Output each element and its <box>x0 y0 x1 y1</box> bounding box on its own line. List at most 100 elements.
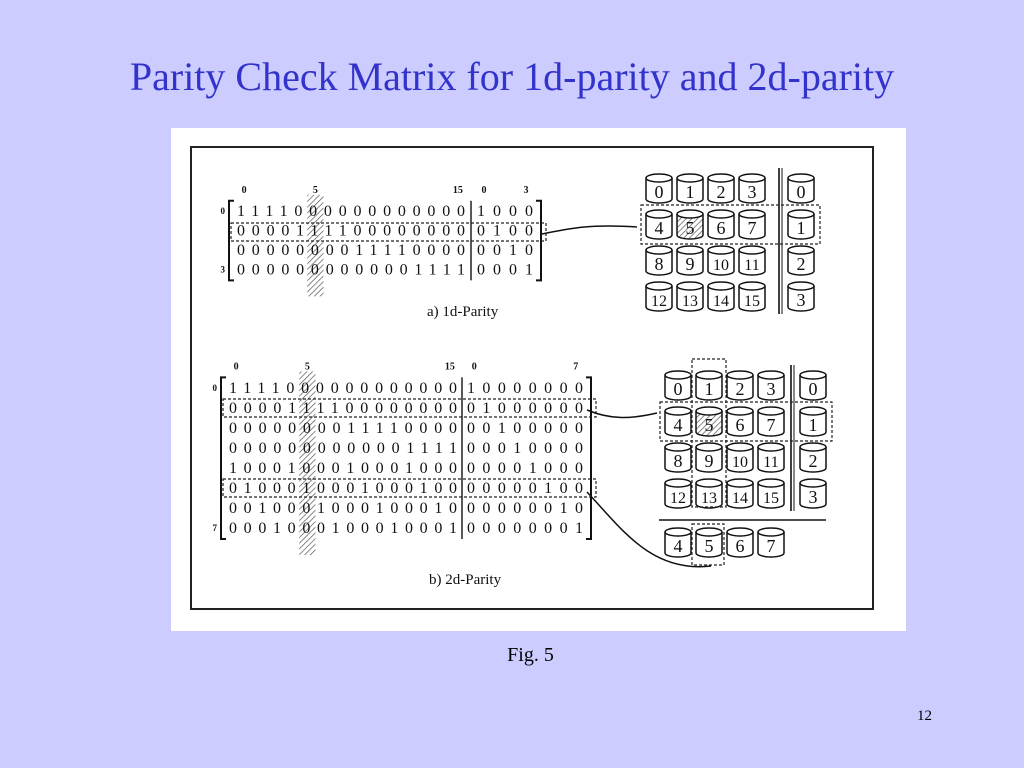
disk-icon: 10 <box>707 245 735 276</box>
disk-label: 6 <box>736 536 745 556</box>
disk-top <box>695 442 723 452</box>
disk-body <box>707 178 735 204</box>
disk-icon: 10 <box>726 442 754 473</box>
matrix-row-data: 0010001000100010 <box>229 500 457 517</box>
disk-top <box>664 527 692 537</box>
column-index-label: 5 <box>305 361 310 372</box>
disk-top <box>664 478 692 488</box>
disk-body <box>707 286 735 312</box>
disk-top <box>676 173 704 183</box>
disk-body <box>726 411 754 437</box>
disk-icon: 6 <box>707 209 735 240</box>
disk-icon: 3 <box>787 281 815 312</box>
disk-body <box>676 178 704 204</box>
disk-icon: 7 <box>738 209 766 240</box>
disk-icon: 3 <box>738 173 766 204</box>
matrix-row-data: 0100010001000100 <box>229 480 457 497</box>
disk-top <box>676 245 704 255</box>
disk-top <box>787 281 815 291</box>
disk-body <box>757 375 785 401</box>
disk-top <box>799 370 827 380</box>
disk-body <box>757 483 785 509</box>
disk-label: 11 <box>744 257 759 274</box>
disk-top <box>738 173 766 183</box>
disk-body <box>664 375 692 401</box>
disk-body <box>676 286 704 312</box>
disk-body <box>738 178 766 204</box>
connector-line <box>586 409 658 419</box>
disk-top <box>799 406 827 416</box>
disk-body <box>695 375 723 401</box>
disk-icon: 5 <box>676 209 704 240</box>
disk-icon: 3 <box>757 370 785 401</box>
disk-top <box>664 442 692 452</box>
disk-label: 8 <box>655 254 664 274</box>
disk-body <box>695 483 723 509</box>
disk-body <box>799 375 827 401</box>
matrix-bracket-left <box>228 199 234 282</box>
disk-body <box>664 411 692 437</box>
column-index-label: 0 <box>482 185 487 196</box>
disk-label: 9 <box>686 254 695 274</box>
disk-body <box>676 250 704 276</box>
disk-top <box>707 281 735 291</box>
column-index-label: 5 <box>313 185 318 196</box>
disk-top <box>799 442 827 452</box>
disk-top <box>757 370 785 380</box>
disk-top <box>787 245 815 255</box>
row-index-label: 0 <box>213 383 218 393</box>
disk-body <box>695 447 723 473</box>
matrix-bracket-left <box>220 376 226 540</box>
disk-icon: 1 <box>799 406 827 437</box>
disk-top <box>664 406 692 416</box>
matrix-row-parity: 00000010 <box>467 500 583 517</box>
matrix-row-parity: 1000 <box>477 203 533 220</box>
disk-label: 0 <box>797 182 806 202</box>
disk-icon: 12 <box>645 281 673 312</box>
column-index-label: 0 <box>242 185 247 196</box>
disk-icon: 7 <box>757 527 785 558</box>
disk-label: 13 <box>682 293 698 310</box>
disk-top <box>757 406 785 416</box>
disk-icon: 8 <box>664 442 692 473</box>
row-index-label: 7 <box>213 523 218 533</box>
disk-top <box>738 281 766 291</box>
disk-top <box>645 245 673 255</box>
slide-title: Parity Check Matrix for 1d-parity and 2d… <box>129 54 895 99</box>
disk-icon: 2 <box>787 245 815 276</box>
disk-label: 3 <box>748 182 757 202</box>
matrix-row-parity: 0001 <box>477 262 533 279</box>
figure-label-2d: b) 2d-Parity <box>429 572 502 588</box>
disk-body <box>707 214 735 240</box>
matrix-row-data: 0000111100000000 <box>229 400 457 417</box>
disk-label: 5 <box>705 415 714 435</box>
disk-label: 4 <box>674 536 683 556</box>
disk-top <box>645 281 673 291</box>
matrix-row-data: 1000100010001000 <box>229 460 457 477</box>
disk-body <box>726 447 754 473</box>
disk-label: 3 <box>809 487 818 507</box>
disk-label: 15 <box>763 490 779 507</box>
disk-icon: 0 <box>664 370 692 401</box>
disk-body <box>726 375 754 401</box>
matrix-row-parity: 00000001 <box>467 520 583 537</box>
disk-body <box>676 214 704 240</box>
disk-icon: 5 <box>695 406 723 437</box>
disk-icon: 2 <box>707 173 735 204</box>
group-highlight-row <box>659 401 833 442</box>
disk-label: 5 <box>705 536 714 556</box>
disk-top <box>738 245 766 255</box>
column-index-label: 15 <box>445 361 455 372</box>
group-highlight-row <box>640 204 821 245</box>
disk-icon: 3 <box>799 478 827 509</box>
disk-icon: 1 <box>787 209 815 240</box>
disk-body <box>757 447 785 473</box>
disk-label: 12 <box>651 293 667 310</box>
disk-label: 8 <box>674 451 683 471</box>
disk-top <box>707 173 735 183</box>
disk-icon: 4 <box>664 527 692 558</box>
disk-icon: 9 <box>676 245 704 276</box>
disk-top <box>695 406 723 416</box>
